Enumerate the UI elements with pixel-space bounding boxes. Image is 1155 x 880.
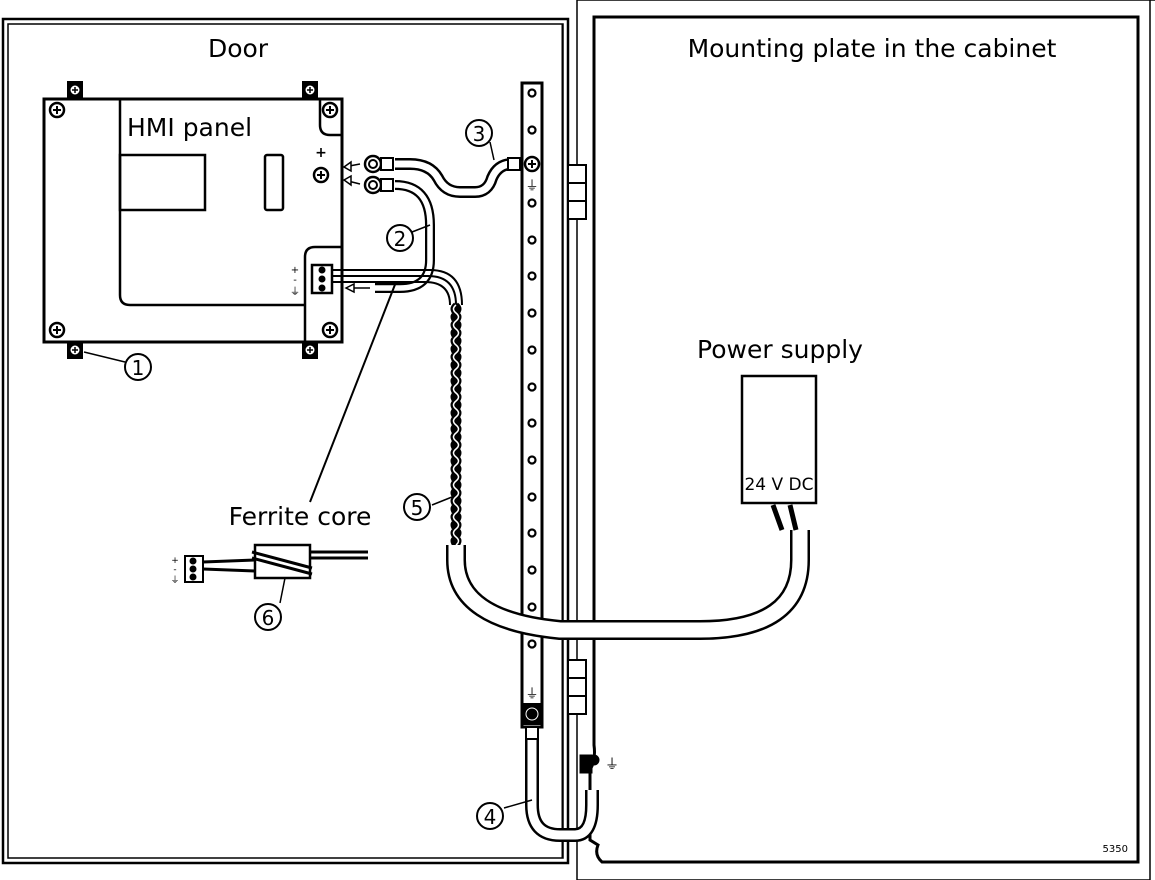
rail-hole <box>527 345 537 355</box>
cabinet <box>576 0 1155 880</box>
power-cable-5 <box>332 269 463 548</box>
connector-minus: - <box>293 275 297 286</box>
rail-hole <box>527 418 537 428</box>
ferrite-core-label: Ferrite core <box>229 502 372 531</box>
earth-cable-3 <box>342 154 521 198</box>
connector-ground: ⏚ <box>290 286 300 298</box>
connector-plus: + <box>291 265 299 276</box>
rail-hole <box>527 455 537 465</box>
rail-hole <box>527 88 537 98</box>
rail-hole <box>527 382 537 392</box>
power-supply-voltage: 24 V DC <box>744 475 813 495</box>
callout-2: 2 <box>386 224 414 252</box>
ferrite-core-detail <box>184 543 368 583</box>
power-outer-cable <box>446 504 810 640</box>
svg-text:6: 6 <box>262 606 275 630</box>
rail-hole <box>527 492 537 502</box>
grounding-rail: ⏚ ⏚ <box>520 81 544 729</box>
callout-3: 3 <box>465 119 493 147</box>
callouts <box>83 141 533 809</box>
svg-text:2: 2 <box>394 227 407 251</box>
callout-6: 6 <box>254 603 282 631</box>
svg-text:5: 5 <box>411 496 424 520</box>
ground-symbol-door: ⏚ <box>605 757 619 773</box>
earth-cable-2 <box>342 174 435 294</box>
rail-hole <box>527 235 537 245</box>
callout-5: 5 <box>403 493 431 521</box>
callout-1: 1 <box>124 353 152 381</box>
door-edge <box>561 19 569 863</box>
ground-symbol-bottom: ⏚ <box>525 687 538 702</box>
rail-hole <box>527 308 537 318</box>
rail-hole <box>527 565 537 575</box>
callout-4: 4 <box>476 802 504 830</box>
ferrite-minus: - <box>173 565 176 575</box>
plus-symbol: + <box>315 145 327 161</box>
door-earth-cable-4 <box>525 726 600 842</box>
hinge-top <box>567 164 587 220</box>
ground-symbol-top: ⏚ <box>525 179 538 194</box>
svg-text:1: 1 <box>132 356 145 380</box>
power-supply <box>740 374 818 505</box>
rail-hole <box>527 602 537 612</box>
ferrite-ground: ⏚ <box>170 575 179 586</box>
rail-hole <box>527 125 537 135</box>
figure-number: 5350 <box>1103 844 1128 855</box>
door-title: Door <box>208 34 269 63</box>
rail-hole <box>527 271 537 281</box>
ferrite-plus: + <box>171 556 179 566</box>
hmi-panel: + + - ⏚ <box>42 97 344 344</box>
mounting-plate-title: Mounting plate in the cabinet <box>688 34 1057 63</box>
power-supply-label: Power supply <box>697 335 863 364</box>
svg-text:3: 3 <box>473 122 486 146</box>
rail-hole <box>527 528 537 538</box>
hinge-bottom <box>567 659 587 715</box>
svg-text:4: 4 <box>484 805 497 829</box>
rail-hole <box>527 198 537 208</box>
hmi-panel-label: HMI panel <box>127 113 252 142</box>
rail-hole <box>527 639 537 649</box>
ferrite-leader <box>309 281 397 503</box>
